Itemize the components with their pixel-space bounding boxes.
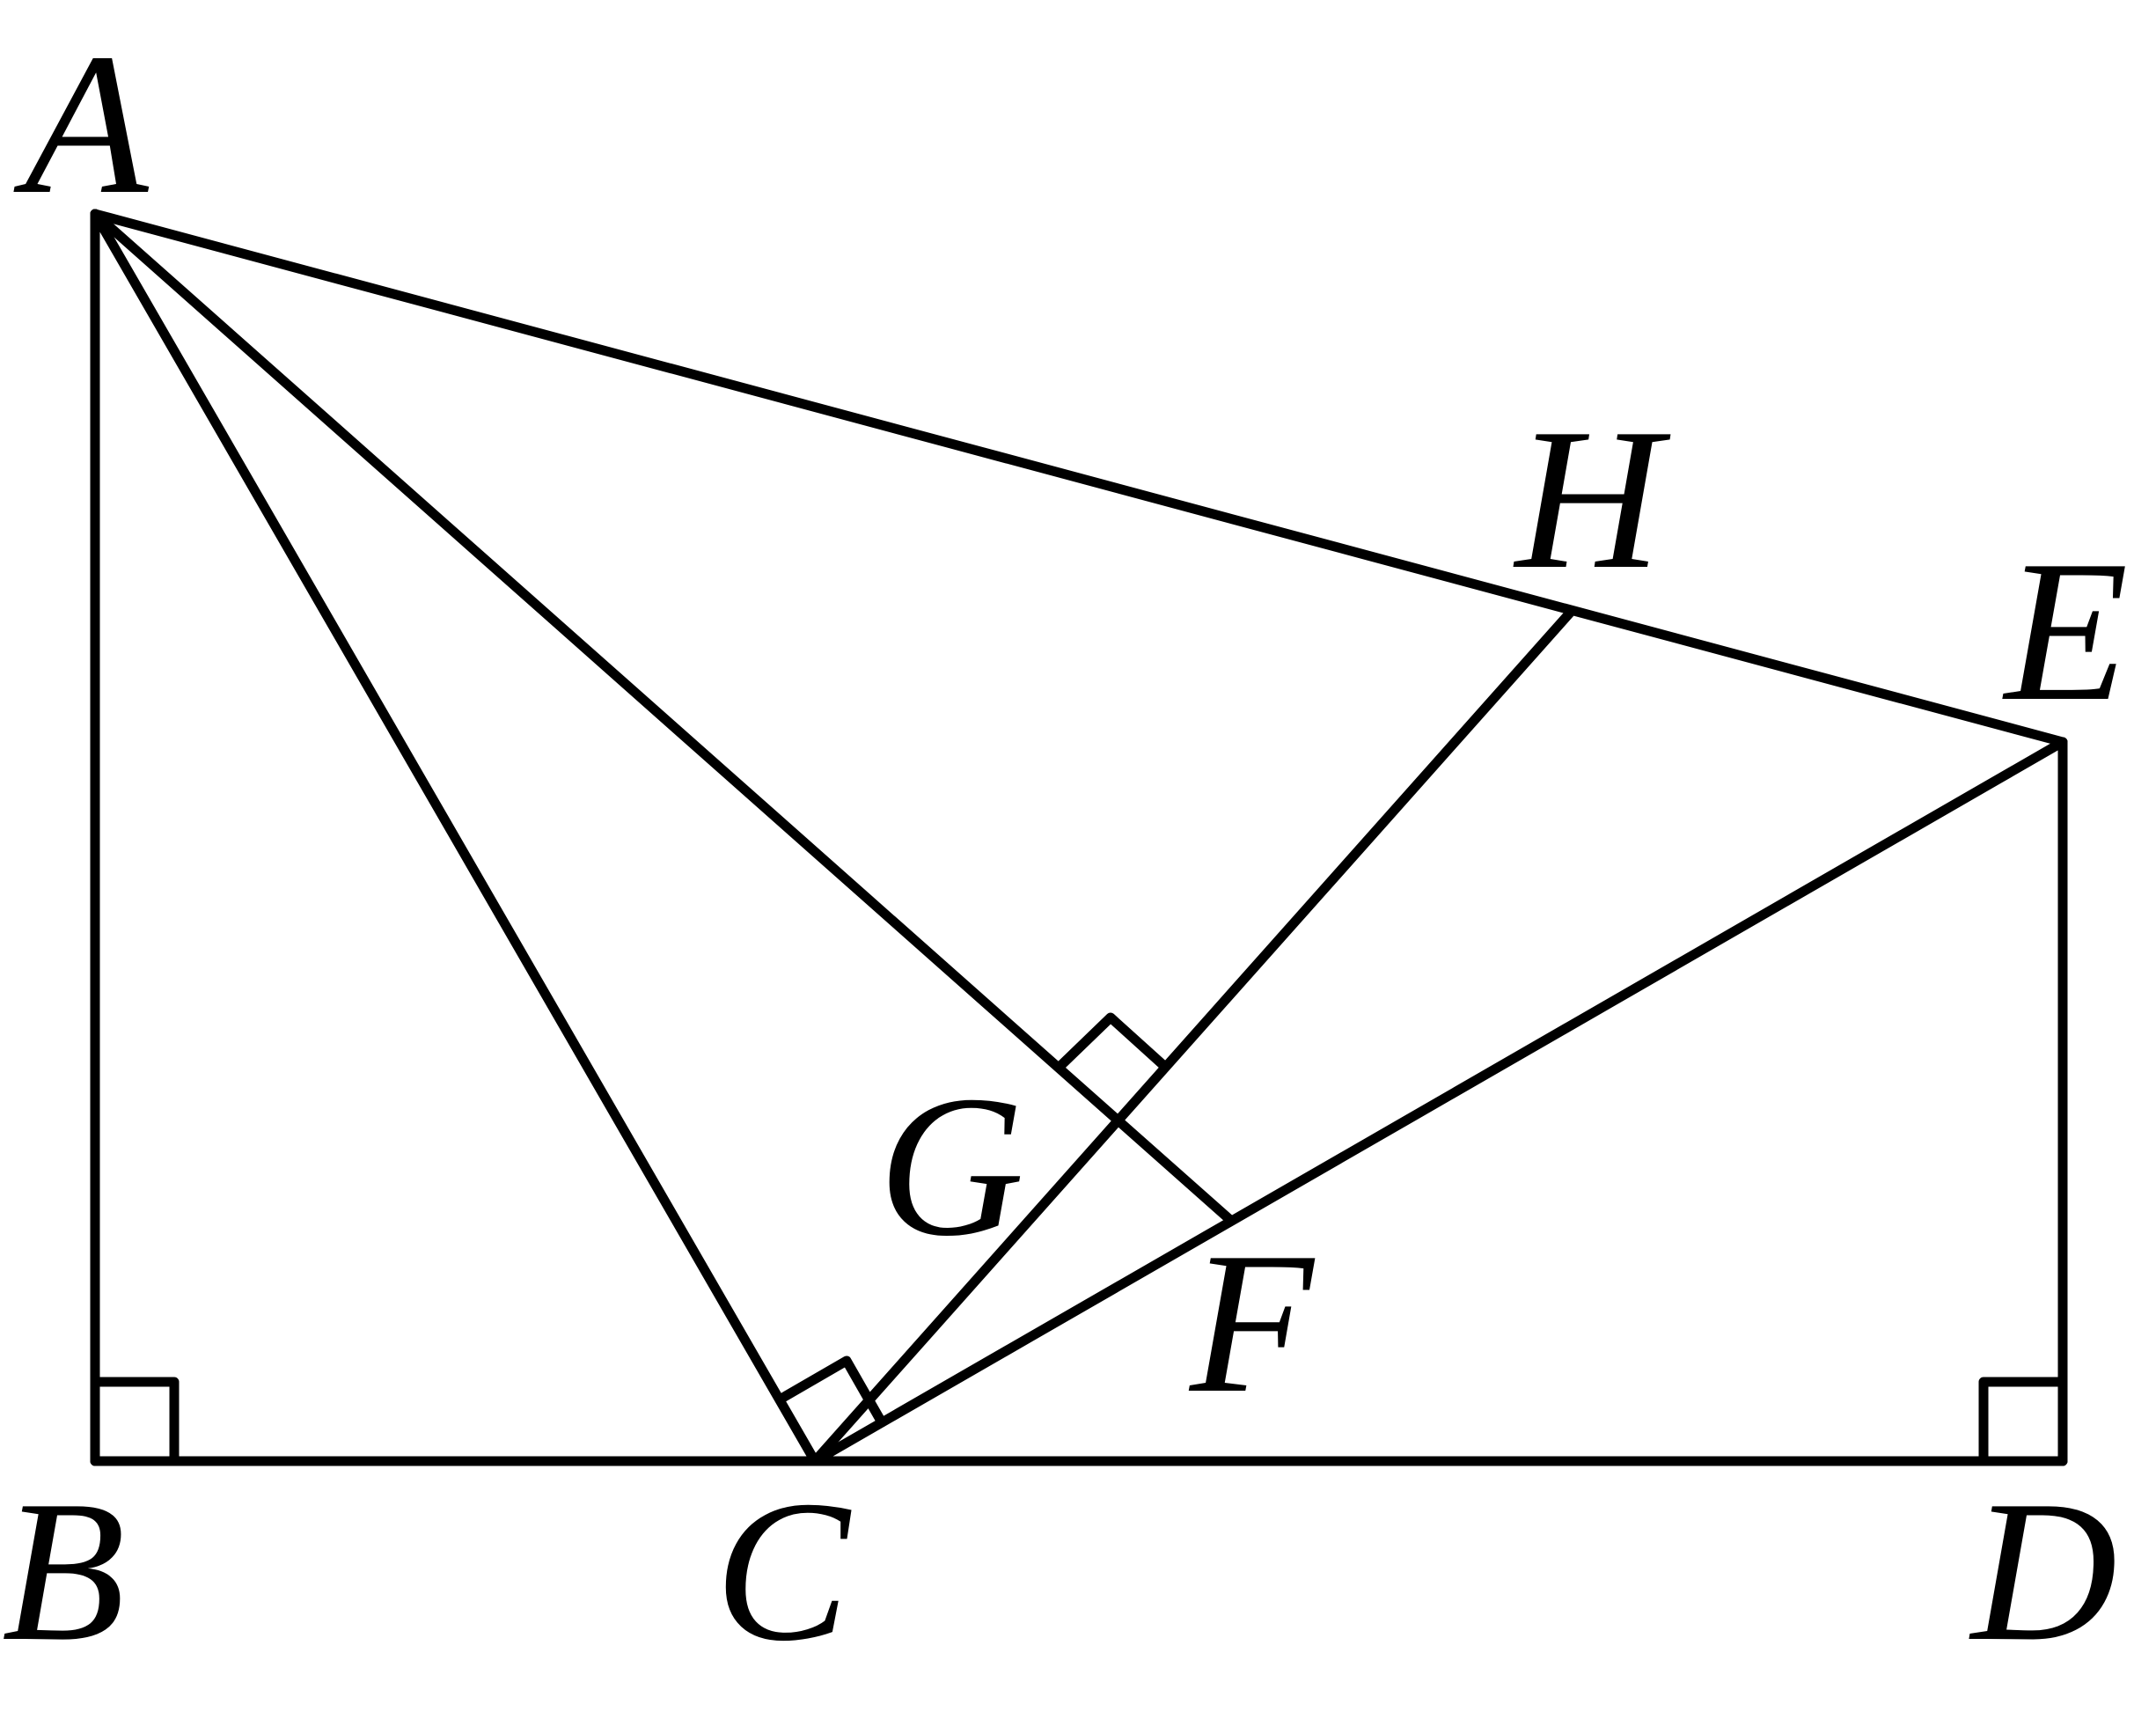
segment-ac	[90, 209, 820, 1466]
label-d: D	[1969, 1458, 2117, 1683]
right-angle-mark-b	[90, 1377, 180, 1466]
label-b: B	[2, 1458, 126, 1683]
right-angle-mark-d	[1978, 1377, 2068, 1466]
right-angle-mark-g	[1054, 1012, 1170, 1072]
segment-ce	[810, 737, 2068, 1466]
label-g: G	[878, 1054, 1024, 1278]
label-c: C	[715, 1458, 852, 1683]
segment-ch	[810, 606, 1577, 1466]
label-e: E	[2002, 518, 2129, 743]
label-h: H	[1513, 386, 1671, 611]
label-a: A	[13, 11, 150, 236]
segment-ae	[90, 209, 2068, 747]
segment-af	[90, 209, 1236, 1225]
right-angle-mark-c	[774, 1355, 887, 1428]
label-f: F	[1188, 1210, 1316, 1435]
